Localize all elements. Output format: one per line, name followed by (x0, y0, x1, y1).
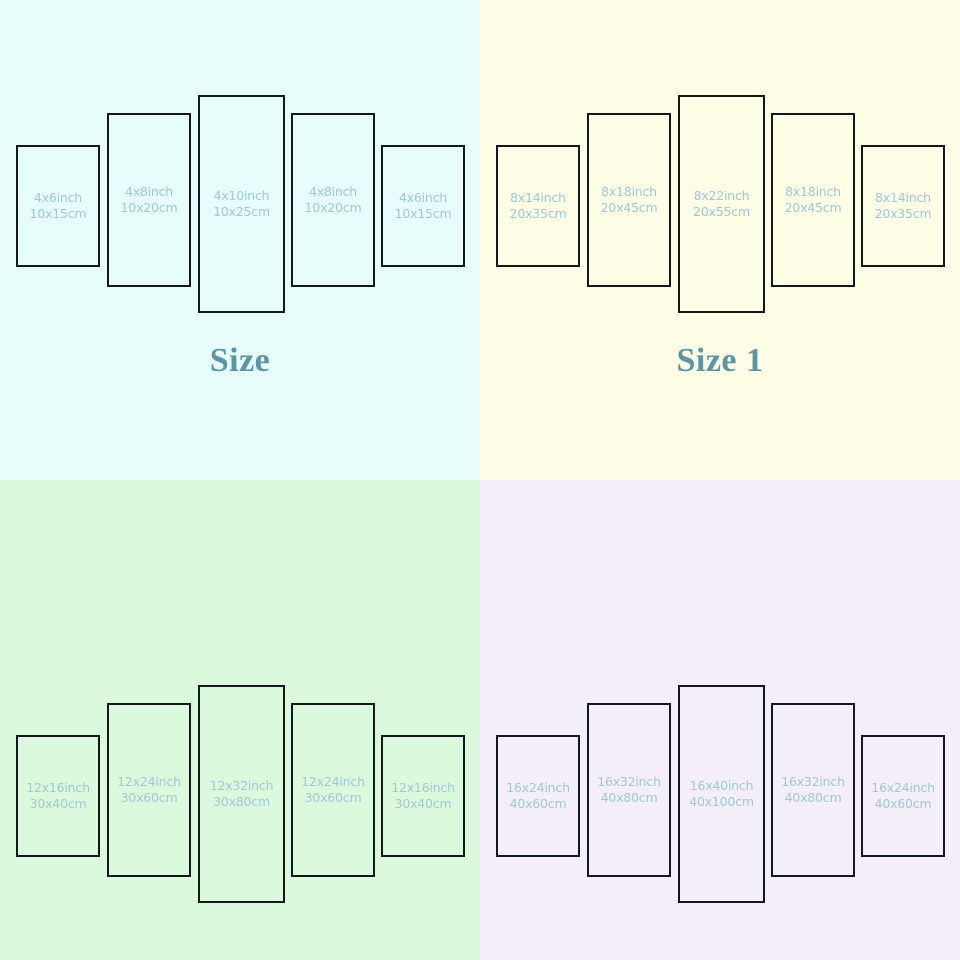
panel-size-inch: 8x14inch (510, 190, 566, 205)
quadrant-title-0: Size (209, 342, 271, 379)
panel-size-inch: 12x16inch (391, 780, 455, 795)
panel-size-cm: 30x60cm (120, 790, 178, 805)
panel-size-cm: 40x80cm (784, 790, 842, 805)
panel-size-inch: 8x18inch (785, 184, 841, 199)
panel-size-cm: 30x80cm (213, 794, 270, 809)
panel-size-inch: 8x22inch (693, 188, 750, 203)
panel-size-cm: 40x60cm (874, 796, 932, 811)
panel-size-cm: 20x45cm (784, 200, 842, 215)
panel-size-inch: 4x6inch (398, 190, 448, 205)
panel-size-cm: 30x40cm (394, 796, 452, 811)
panel-size-cm: 40x60cm (509, 796, 567, 811)
panel-size-cm: 40x100cm (689, 794, 754, 809)
panel-size-inch: 4x6inch (33, 190, 83, 205)
quadrant-title-1: Size 1 (676, 342, 764, 379)
panel-size-inch: 12x16inch (26, 780, 90, 795)
panel-size-inch: 16x32inch (781, 774, 845, 789)
panel-size-cm: 20x55cm (693, 204, 750, 219)
panel-size-inch: 4x10inch (213, 188, 270, 203)
panel-size-inch: 16x24inch (506, 780, 570, 795)
panel-size-cm: 20x45cm (600, 200, 658, 215)
panel-size-cm: 40x80cm (600, 790, 658, 805)
panel-size-inch: 16x40inch (689, 778, 754, 793)
panel-size-inch: 8x14inch (875, 190, 931, 205)
panel-size-inch: 16x32inch (597, 774, 661, 789)
panel-size-inch: 4x8inch (308, 184, 358, 199)
panel-size-cm: 30x60cm (304, 790, 362, 805)
panel-size-inch: 16x24inch (871, 780, 935, 795)
panel-size-cm: 20x35cm (509, 206, 567, 221)
panel-size-cm: 20x35cm (874, 206, 932, 221)
panel-size-cm: 10x20cm (304, 200, 362, 215)
panel-size-cm: 10x15cm (29, 206, 87, 221)
panel-size-inch: 4x8inch (124, 184, 174, 199)
panel-size-cm: 10x15cm (394, 206, 452, 221)
panel-size-cm: 30x40cm (29, 796, 87, 811)
panel-size-inch: 12x32inch (209, 778, 274, 793)
panel-size-cm: 10x20cm (120, 200, 178, 215)
panel-size-inch: 12x24inch (117, 774, 181, 789)
panel-size-inch: 8x18inch (601, 184, 657, 199)
panel-size-inch: 12x24inch (301, 774, 365, 789)
panel-size-cm: 10x25cm (213, 204, 270, 219)
